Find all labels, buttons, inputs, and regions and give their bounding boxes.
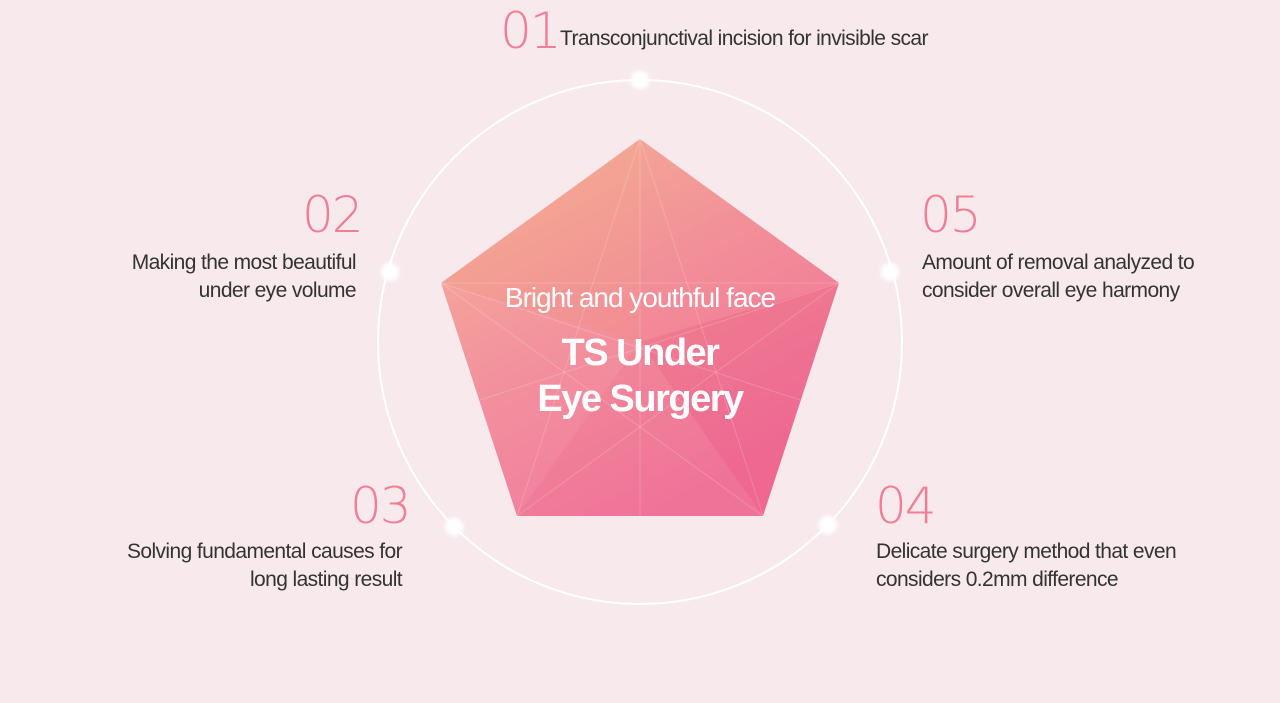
item-01-number: 01 <box>500 2 562 60</box>
center-title-line1: TS Under <box>561 332 720 374</box>
item-04-text: Delicate surgery method that even consid… <box>876 538 1256 594</box>
item-04-number: 04 <box>875 477 937 535</box>
center-subtitle: Bright and youthful face <box>504 282 776 313</box>
orbit-dot-04 <box>816 513 840 537</box>
orbit-dot-02 <box>378 260 402 284</box>
item-03-text: Solving fundamental causes for long last… <box>52 538 403 594</box>
orbit-dot-01 <box>628 68 652 92</box>
orbit-dot-05 <box>878 260 902 284</box>
orbit-dot-03 <box>442 515 466 539</box>
item-05-text: Amount of removal analyzed to consider o… <box>922 249 1262 305</box>
center-title: TS Under Eye Surgery <box>440 330 840 422</box>
item-04-line2: considers 0.2mm difference <box>876 568 1119 591</box>
item-05-line1: Amount of removal analyzed to <box>922 251 1195 274</box>
item-05-line2: consider overall eye harmony <box>922 279 1180 302</box>
item-02-line2: under eye volume <box>198 279 357 302</box>
item-03-number: 03 <box>350 477 412 535</box>
item-03-line1: Solving fundamental causes for <box>126 540 403 563</box>
item-02-line1: Making the most beautiful <box>131 251 357 274</box>
item-01-text: Transconjunctival incision for invisible… <box>560 27 928 50</box>
item-04-line1: Delicate surgery method that even <box>876 540 1177 563</box>
item-02-number: 02 <box>302 186 364 244</box>
center-title-line2: Eye Surgery <box>537 378 744 420</box>
item-05-number: 05 <box>920 186 982 244</box>
item-03-line2: long lasting result <box>249 568 403 591</box>
item-02-text: Making the most beautiful under eye volu… <box>56 249 357 305</box>
pentagon <box>440 138 840 517</box>
